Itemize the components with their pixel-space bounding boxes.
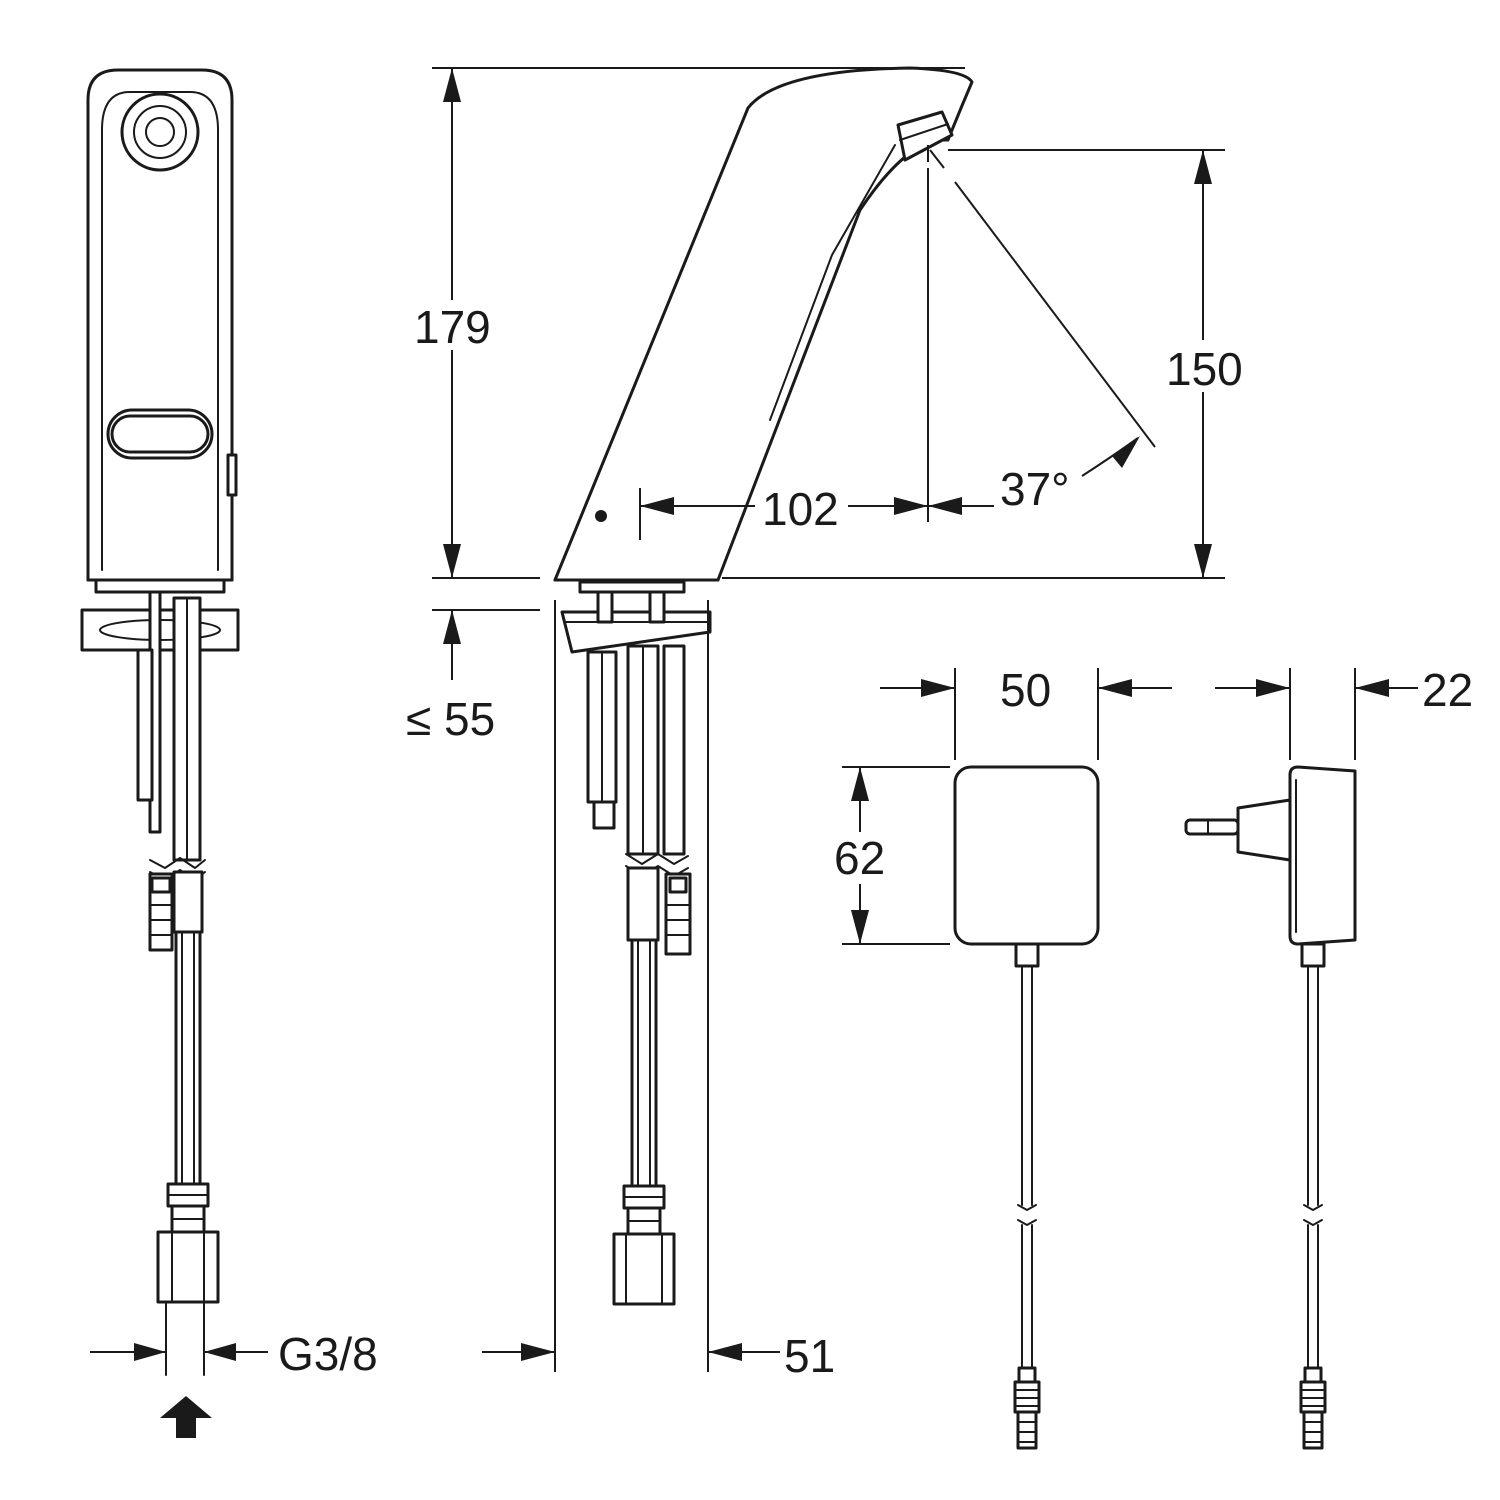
supply-thread-label: G3/8 xyxy=(278,1328,378,1380)
sensor-dot-icon xyxy=(595,510,607,522)
dimension-psu-depth: 22 xyxy=(1215,664,1473,760)
dimension-spout-height: 179 xyxy=(410,68,496,578)
dimension-psu-height: 62 xyxy=(830,766,950,945)
dimension-deck-thickness: ≤ 55 xyxy=(406,610,495,745)
base-diameter-label: 51 xyxy=(784,1330,835,1382)
dimension-base-diameter: 51 xyxy=(482,1330,835,1382)
projection-label: 102 xyxy=(762,483,839,535)
faucet-side-view xyxy=(553,66,974,1306)
sensor-angle-label: 37° xyxy=(1000,463,1070,515)
supply-direction-arrow-icon xyxy=(160,1396,212,1438)
spout-height-label: 179 xyxy=(414,301,491,353)
power-supply-front-view xyxy=(953,765,1100,1450)
power-supply-side-view xyxy=(1184,765,1357,1450)
psu-width-label: 50 xyxy=(1000,664,1051,716)
psu-height-label: 62 xyxy=(834,832,885,884)
dimension-projection: 102 xyxy=(639,483,928,540)
dimension-supply-thread: G3/8 xyxy=(90,1328,378,1380)
psu-depth-label: 22 xyxy=(1422,664,1473,716)
outlet-height-label: 150 xyxy=(1166,343,1243,395)
dimension-sensor-angle: 37° xyxy=(928,436,1140,515)
dimension-psu-width: 50 xyxy=(880,664,1172,760)
faucet-front-view xyxy=(80,68,240,1376)
extension-lines xyxy=(432,67,1225,1372)
deck-thickness-label: ≤ 55 xyxy=(406,693,495,745)
dimension-outlet-height: 150 xyxy=(1162,150,1248,578)
